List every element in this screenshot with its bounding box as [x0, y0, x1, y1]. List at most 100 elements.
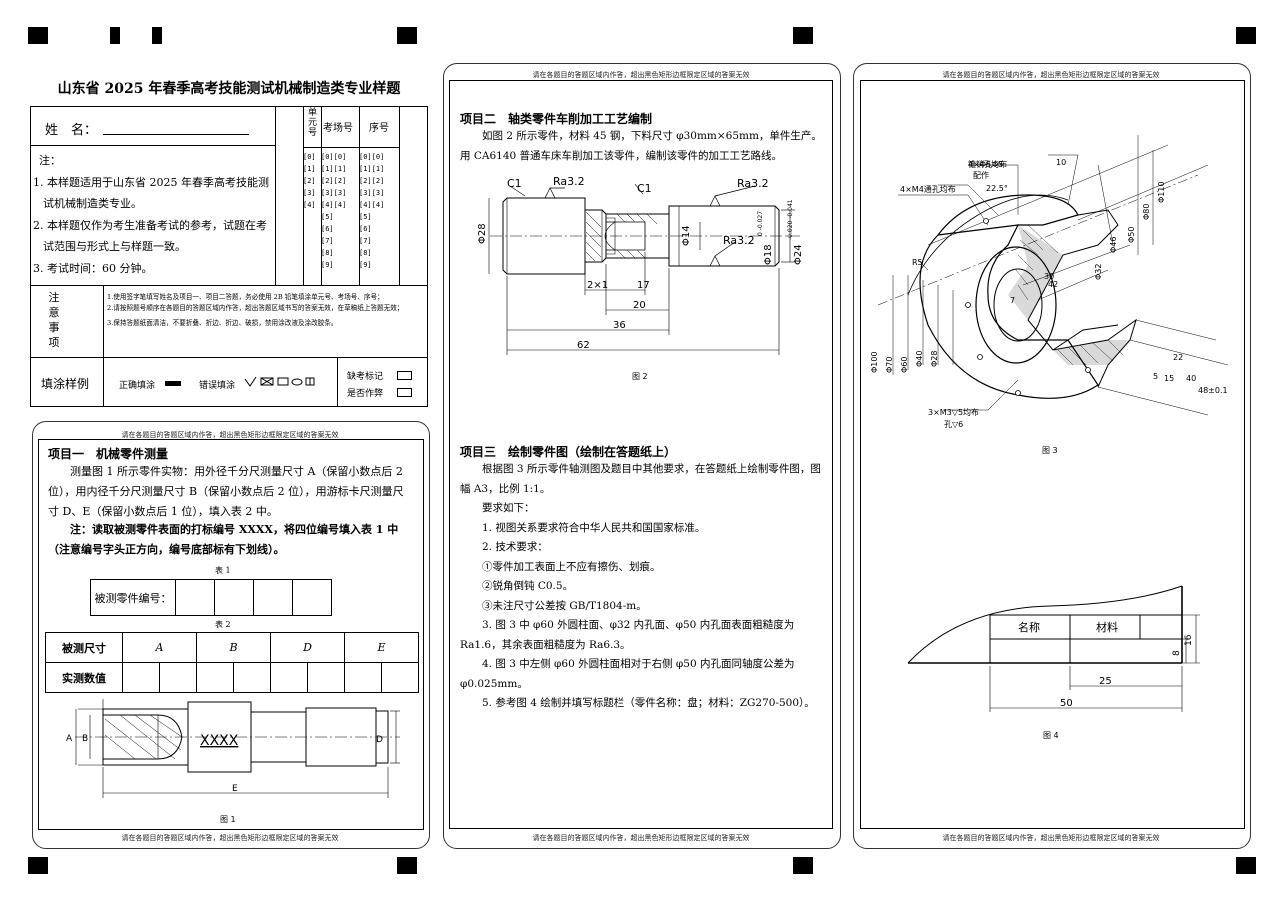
- table2-value-cell[interactable]: [159, 662, 197, 693]
- digit-row[interactable]: [0][0][0][0][0]: [303, 151, 399, 163]
- absent-mark-box[interactable]: [397, 371, 412, 380]
- timing-mark: [1236, 857, 1256, 874]
- table1-caption: 表 1: [215, 566, 231, 575]
- table2-value-cell[interactable]: [307, 662, 345, 693]
- table2-value-cell[interactable]: [196, 662, 234, 693]
- figure1-label-a: A: [66, 734, 73, 744]
- fig3-n15: 15: [1164, 374, 1174, 383]
- answer-panel-project1: [32, 421, 430, 849]
- table2-header: B: [196, 632, 271, 663]
- room-digit[interactable]: [0][0]: [321, 153, 347, 161]
- digit-row[interactable]: [8] [8]: [303, 247, 399, 259]
- cheat-mark-box[interactable]: [397, 388, 412, 397]
- seq-digit[interactable]: [8]: [359, 249, 372, 257]
- table1-code-cell[interactable]: [292, 579, 332, 616]
- absent-mark-label: 缺考标记: [347, 372, 384, 382]
- panel-notice: 请在各题目的答题区域内作答，超出黑色矩形边框限定区域的答案无效: [942, 834, 1160, 842]
- table2-header: E: [344, 632, 419, 663]
- table1-code-cell[interactable]: [175, 579, 215, 616]
- fig3-pin2: 配作: [973, 170, 989, 180]
- wrong-fill-label: 错误填涂: [199, 381, 236, 391]
- fig2-l36: 36: [613, 320, 626, 331]
- timing-mark: [793, 857, 813, 874]
- room-digit[interactable]: [9]: [321, 261, 334, 269]
- table1: 被测零件编号：: [90, 579, 332, 616]
- seq-digit[interactable]: [3][3]: [359, 189, 385, 197]
- seq-digit[interactable]: [2][2]: [359, 177, 385, 185]
- timing-mark: [1236, 27, 1256, 44]
- fig3-d46: Φ46: [1109, 237, 1118, 253]
- answer-area-figures: [860, 80, 1245, 829]
- fig3-n22: 22: [1173, 353, 1183, 362]
- unit-digit[interactable]: [0]: [303, 153, 316, 161]
- figure3-disc-drawing: 锥销孔Φ5 配作 4×Φ5均布 4×Φ5均布 4×M4通孔均布 22.5° R5…: [870, 135, 1229, 429]
- figure1-shaft-drawing: A B XXXX D E: [66, 699, 400, 798]
- name-field[interactable]: [103, 133, 249, 135]
- unit-digit[interactable]: [2]: [303, 177, 316, 185]
- seq-digit[interactable]: [0][0]: [359, 153, 385, 161]
- project3-line: 要求如下：: [482, 502, 535, 514]
- unit-digit[interactable]: [4]: [303, 201, 316, 209]
- digit-bubbles[interactable]: [0][0][0][0][0][1][1][1][1][1][2][2][2][…: [303, 151, 399, 271]
- table2-value-cell[interactable]: [233, 662, 271, 693]
- project3-line: 4. 图 3 中左侧 φ60 外圆柱面相对于右侧 φ50 内孔面同轴度公差为 φ…: [460, 658, 795, 690]
- figure2-caption: 图 2: [632, 372, 648, 381]
- room-digit[interactable]: [3][3]: [321, 189, 347, 197]
- table2-value-cell[interactable]: [270, 662, 308, 693]
- figure1-label-d: D: [376, 735, 383, 745]
- unit-digit[interactable]: [3]: [303, 189, 316, 197]
- digit-row[interactable]: [7] [7]: [303, 235, 399, 247]
- figure1-label-b: B: [82, 734, 88, 744]
- fig2-d28: Φ28: [477, 223, 488, 244]
- table1-code-cell[interactable]: [253, 579, 293, 616]
- fig4-material-label: 材料: [1096, 620, 1118, 634]
- seq-digit[interactable]: [5]: [359, 213, 372, 221]
- fig3-m3: 3×M3▽5均布: [928, 407, 979, 417]
- digit-row[interactable]: [4][4][4][4][4]: [303, 199, 399, 211]
- room-digit[interactable]: [8]: [321, 249, 334, 257]
- panel-notice: 请在各题目的答题区域内作答，超出黑色矩形边框限定区域的答案无效: [121, 431, 339, 439]
- digit-row[interactable]: [6] [6]: [303, 223, 399, 235]
- seq-digit[interactable]: [7]: [359, 237, 372, 245]
- table2-caption: 表 2: [215, 620, 231, 629]
- digit-row[interactable]: [3][3][3][3][3]: [303, 187, 399, 199]
- unit-digit[interactable]: [1]: [303, 165, 316, 173]
- notes: 注： 1. 本样题适用于山东省 2025 年春季高考技能测试机械制造类专业。 2…: [33, 150, 273, 279]
- seq-digit[interactable]: [4][4]: [359, 201, 385, 209]
- table2-value-cell[interactable]: [381, 662, 419, 693]
- answer-area-project2-3: [449, 80, 833, 829]
- room-digit[interactable]: [6]: [321, 225, 334, 233]
- table2-value-cell[interactable]: [344, 662, 382, 693]
- seq-digit[interactable]: [1][1]: [359, 165, 385, 173]
- answer-panel-project2-3: [443, 63, 841, 849]
- header-box: 姓 名： 注： 1. 本样题适用于山东省 2025 年春季高考技能测试机械制造类…: [30, 106, 428, 407]
- fig2-c1a: C1: [507, 177, 522, 190]
- fig3-n40: 40: [1186, 374, 1196, 383]
- digit-row[interactable]: [9] [9]: [303, 259, 399, 271]
- room-digit[interactable]: [1][1]: [321, 165, 347, 173]
- room-digit[interactable]: [4][4]: [321, 201, 347, 209]
- answer-area-project1: [38, 439, 424, 830]
- fig2-l62: 62: [577, 340, 590, 351]
- seq-digit[interactable]: [9]: [359, 261, 372, 269]
- seq-digit[interactable]: [6]: [359, 225, 372, 233]
- correct-fill-sample: [165, 381, 181, 386]
- table2: 被测尺寸 A B D E 实测数值: [45, 632, 419, 693]
- table1-code-cell[interactable]: [214, 579, 254, 616]
- project1-para2: 注：读取被测零件表面的打标编号 XXXX，将四位编号填入表 1 中（注意编号字头…: [48, 523, 399, 556]
- fig3-n30: 30: [1044, 272, 1054, 281]
- project3-line: 5. 参考图 4 绘制并填写标题栏（零件名称：盘；材料：ZG270-500）。: [482, 697, 815, 709]
- room-digit[interactable]: [2][2]: [321, 177, 347, 185]
- note-item: 3. 考试时间：60 分钟。: [33, 261, 153, 275]
- digit-row[interactable]: [1][1][1][1][1]: [303, 163, 399, 175]
- digit-row[interactable]: [2][2][2][2][2]: [303, 175, 399, 187]
- room-digit[interactable]: [7]: [321, 237, 334, 245]
- digit-row[interactable]: [5] [5]: [303, 211, 399, 223]
- panel-notice: 请在各题目的答题区域内作答，超出黑色矩形边框限定区域的答案无效: [532, 834, 750, 842]
- project3-line: 根据图 3 所示零件轴测图及题目中其他要求，在答题纸上绘制零件图，图幅 A3，比…: [460, 463, 821, 495]
- table2-value-cell[interactable]: [122, 662, 160, 693]
- fig4-dim8: 8: [1172, 650, 1182, 656]
- id-grid: 单元号 考场号 序号 [0][0][0][0][0][1][1][1][1][1…: [303, 107, 427, 285]
- fig2-ra1: Ra3.2: [553, 175, 585, 188]
- room-digit[interactable]: [5]: [321, 213, 334, 221]
